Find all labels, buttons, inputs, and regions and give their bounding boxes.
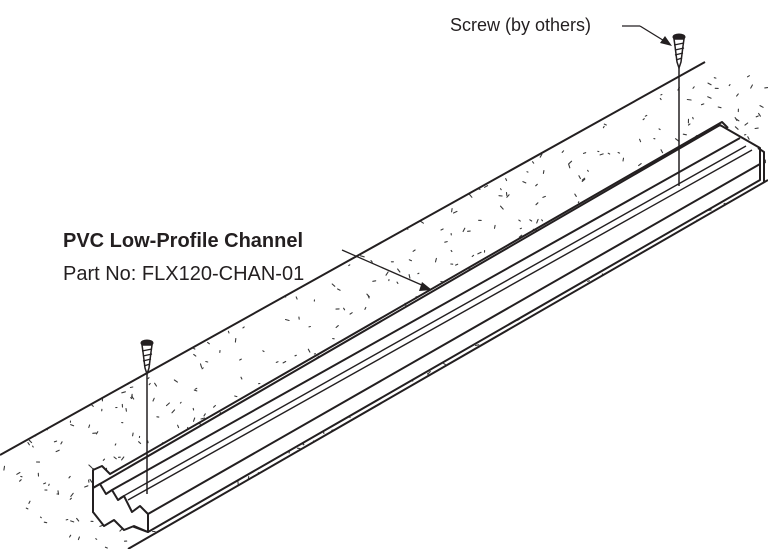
arrow-icon	[660, 36, 672, 46]
screw-label: Screw (by others)	[450, 15, 591, 35]
channel-title: PVC Low-Profile Channel	[63, 230, 303, 252]
part-number: Part No: FLX120-CHAN-01	[63, 263, 304, 285]
screw-callout: Screw (by others)	[450, 15, 672, 46]
pvc-channel	[93, 122, 764, 532]
